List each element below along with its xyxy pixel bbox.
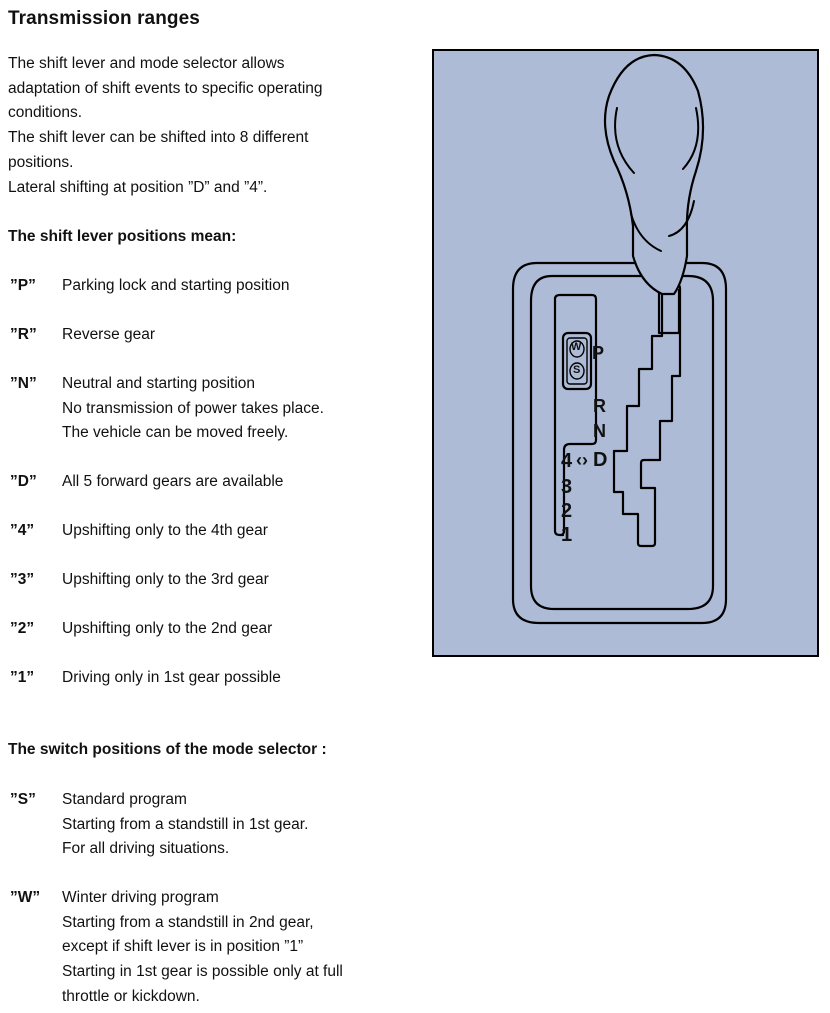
mode-label-s: S	[573, 364, 581, 376]
gate-label-3: 3	[561, 476, 573, 498]
mode-label-w: W	[571, 341, 582, 353]
gate-label-n: N	[593, 421, 606, 441]
intro-line: conditions.	[8, 104, 83, 122]
intro-paragraph: The shift lever and mode selector allows…	[8, 52, 418, 200]
page-title: Transmission ranges	[8, 8, 200, 29]
gate-label-4: 4	[561, 450, 573, 472]
knob-crease-right	[668, 200, 695, 237]
position-key: ”W”	[10, 889, 41, 906]
gate-label-p: P	[592, 343, 605, 363]
position-key: ”S”	[10, 791, 36, 808]
intro-line: The shift lever and mode selector allows	[8, 55, 285, 72]
intro-line: Lateral shifting at position ”D” and ”4”…	[8, 178, 268, 196]
position-key: ”R”	[10, 326, 37, 343]
position-key: ”D”	[10, 473, 37, 490]
console-inner-bezel	[529, 274, 715, 611]
position-description: Neutral and starting position No transmi…	[62, 375, 324, 442]
position-key: ”2”	[10, 620, 35, 637]
position-description: All 5 forward gears are available	[62, 473, 284, 490]
position-key: ”4”	[10, 522, 35, 539]
position-description: Upshifting only to the 4th gear	[62, 522, 268, 539]
knob-highlight-left	[614, 107, 635, 174]
lateral-arrow-icon: ‹›	[576, 450, 588, 470]
intro-line: The shift lever can be shifted into 8 di…	[8, 129, 309, 147]
console-outer-bezel	[511, 261, 728, 625]
position-description: Parking lock and starting position	[62, 277, 290, 294]
lever-stem	[657, 288, 681, 335]
position-key: ”N”	[10, 375, 37, 392]
shift-gate-slot	[612, 283, 682, 548]
gate-label-1: 1	[561, 524, 573, 546]
position-description: Upshifting only to the 2nd gear	[62, 620, 273, 637]
position-key: ”3”	[10, 571, 35, 588]
knob-crease-left	[630, 213, 662, 252]
position-description: Driving only in 1st gear possible	[62, 669, 281, 686]
position-description: Upshifting only to the 3rd gear	[62, 571, 269, 588]
gate-label-d: D	[593, 449, 608, 471]
mode-button-w	[569, 340, 585, 358]
lever-section-heading: The shift lever positions mean:	[8, 228, 237, 245]
intro-line: adaptation of shift events to specific o…	[8, 79, 323, 97]
mode-switch-inner	[566, 337, 588, 385]
knob-highlight-right	[682, 107, 700, 170]
position-key: ”1”	[10, 669, 35, 686]
position-description: Winter driving program Starting from a s…	[62, 889, 343, 1005]
shift-knob	[603, 53, 705, 296]
position-description: Standard program Starting from a standst…	[62, 791, 309, 858]
intro-line: positions.	[8, 153, 74, 171]
gate-label-r: R	[593, 396, 606, 416]
position-key: ”P”	[10, 277, 36, 294]
gear-shifter-illustration: P R N 4 ‹› D 3 2 1 W S	[432, 49, 819, 657]
mode-button-s	[569, 362, 585, 380]
gate-label-2: 2	[561, 500, 573, 522]
label-plate	[553, 293, 598, 537]
mode-section-heading: The switch positions of the mode selecto…	[8, 741, 327, 758]
position-description: Reverse gear	[62, 326, 156, 343]
mode-switch-housing	[561, 331, 593, 391]
